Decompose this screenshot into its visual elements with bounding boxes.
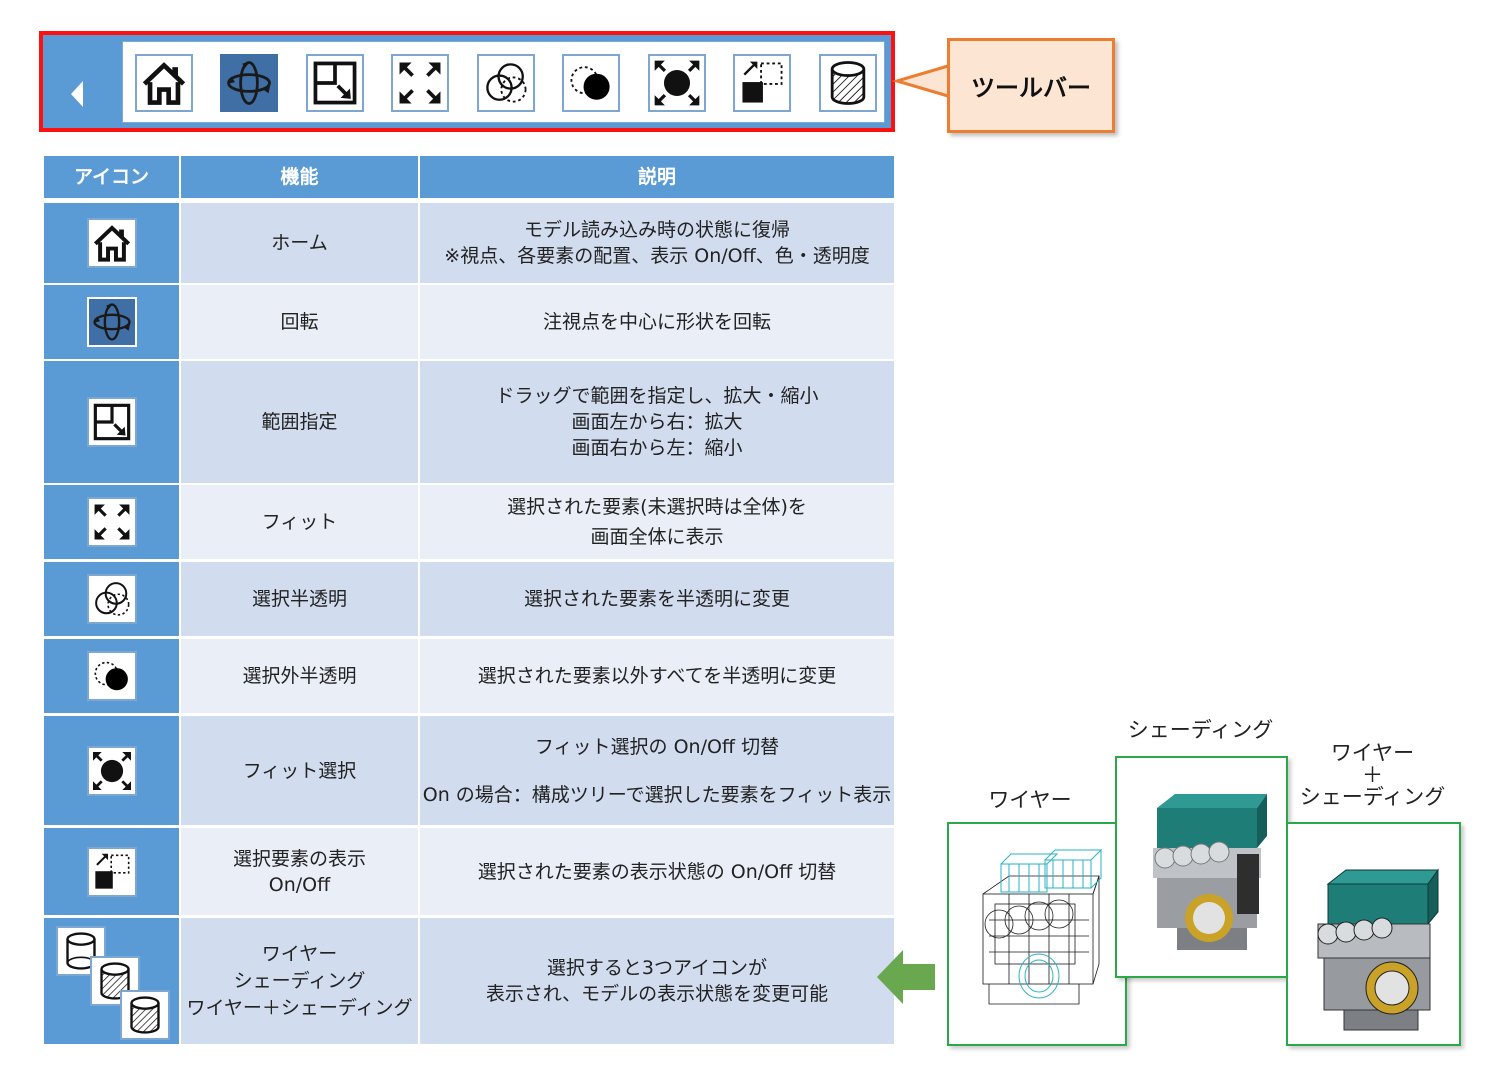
row-function: フィット <box>181 485 418 559</box>
table-row: 回転 注視点を中心に形状を回転 <box>44 285 894 359</box>
callout-label: ツールバー <box>971 74 1091 102</box>
selected-translucent-icon <box>86 574 137 624</box>
toggle-visibility-button[interactable] <box>733 54 791 112</box>
toolbar-highlight-frame <box>39 31 895 132</box>
display-mode-button[interactable] <box>819 54 877 112</box>
header-icon: アイコン <box>44 156 179 198</box>
fit-selection-button[interactable] <box>648 54 706 112</box>
render-label-wire: ワイヤー <box>988 788 1072 812</box>
row-function: 回転 <box>181 285 418 359</box>
row-description: 選択すると3つアイコンが 表示され、モデルの表示状態を変更可能 <box>420 918 894 1044</box>
table-row: 選択外半透明 選択された要素以外すべてを半透明に変更 <box>44 639 894 713</box>
header-description: 説明 <box>420 156 894 198</box>
row-function: 範囲指定 <box>181 361 418 483</box>
row-description: 選択された要素の表示状態の On/Off 切替 <box>420 828 894 915</box>
render-shading <box>1115 756 1288 978</box>
chevron-left-icon <box>71 81 83 107</box>
table-row: 範囲指定 ドラッグで範囲を指定し、拡大・縮小 画面左から右：拡大 画面右から左：… <box>44 361 894 483</box>
row-function: 選択要素の表示 On/Off <box>181 828 418 915</box>
row-function: ホーム <box>181 203 418 283</box>
row-description: 選択された要素を半透明に変更 <box>420 562 894 636</box>
engine-wireframe-image <box>982 848 1103 1005</box>
toolbar-callout: ツールバー <box>947 38 1115 133</box>
table-row: ワイヤー シェーディング ワイヤー＋シェーディング 選択すると3つアイコンが 表… <box>44 918 894 1044</box>
fit-button[interactable] <box>391 54 449 112</box>
unselected-translucent-button[interactable] <box>562 54 620 112</box>
row-description: 注視点を中心に形状を回転 <box>420 285 894 359</box>
fit-selection-icon <box>86 745 137 796</box>
row-function: フィット選択 <box>181 716 418 825</box>
row-description: 選択された要素(未選択時は全体)を 画面全体に表示 <box>420 485 894 559</box>
render-label-combo: ワイヤー ＋ シェーディング <box>1299 741 1446 809</box>
table-header: アイコン 機能 説明 <box>44 156 894 198</box>
rotate-icon <box>86 297 137 347</box>
table-row: フィット選択 フィット選択の On/Off 切替 On の場合：構成ツリーで選択… <box>44 716 894 825</box>
zoom-area-button[interactable] <box>306 54 364 112</box>
engine-shaded-image <box>1153 794 1267 950</box>
wire-shading-icon <box>120 990 170 1040</box>
table-row: 選択半透明 選択された要素を半透明に変更 <box>44 562 894 636</box>
row-description: 選択された要素以外すべてを半透明に変更 <box>420 639 894 713</box>
selected-translucent-button[interactable] <box>477 54 535 112</box>
row-function: ワイヤー シェーディング ワイヤー＋シェーディング <box>181 918 418 1044</box>
toolbar <box>122 41 885 123</box>
header-function: 機能 <box>181 156 418 198</box>
render-wire-shading <box>1286 822 1461 1046</box>
toolbar-collapse-button[interactable] <box>43 35 121 128</box>
render-label-shading: シェーディング <box>1127 718 1274 742</box>
row-function: 選択外半透明 <box>181 639 418 713</box>
row-description: フィット選択の On/Off 切替 On の場合：構成ツリーで選択した要素をフィ… <box>420 716 894 825</box>
rotate-button[interactable] <box>220 54 278 112</box>
table-row: フィット 選択された要素(未選択時は全体)を 画面全体に表示 <box>44 485 894 559</box>
row-function: 選択半透明 <box>181 562 418 636</box>
arrow-left-icon <box>877 950 935 1004</box>
toggle-visibility-icon <box>86 846 137 897</box>
zoom-area-icon <box>86 397 137 447</box>
home-icon <box>86 218 137 268</box>
display-mode-icons <box>44 918 179 1044</box>
row-description: モデル読み込み時の状態に復帰 ※視点、各要素の配置、表示 On/Off、色・透明… <box>420 203 894 283</box>
table-row: 選択要素の表示 On/Off 選択された要素の表示状態の On/Off 切替 <box>44 828 894 915</box>
row-description: ドラッグで範囲を指定し、拡大・縮小 画面左から右：拡大 画面右から左：縮小 <box>420 361 894 483</box>
table-row: ホーム モデル読み込み時の状態に復帰 ※視点、各要素の配置、表示 On/Off、… <box>44 203 894 283</box>
callout-pointer <box>891 64 949 98</box>
render-wire <box>947 822 1127 1046</box>
home-button[interactable] <box>135 54 193 112</box>
engine-wire-shaded-image <box>1317 868 1439 1031</box>
unselected-translucent-icon <box>86 651 137 701</box>
fit-icon <box>86 497 137 547</box>
